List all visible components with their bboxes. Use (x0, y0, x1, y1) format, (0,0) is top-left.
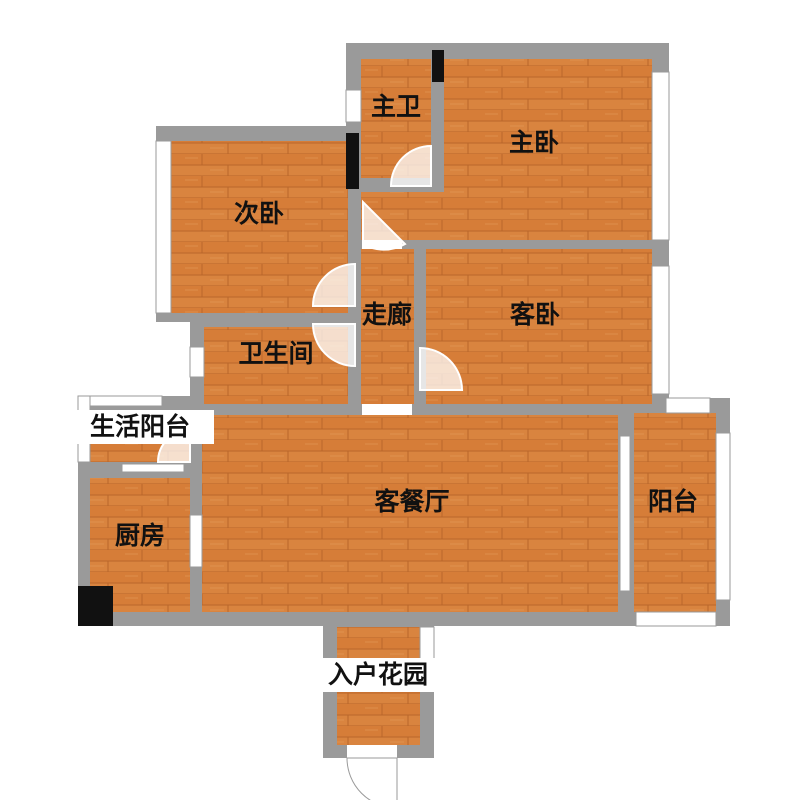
opening-entry-garden (347, 745, 397, 758)
floor-guest-bedroom (426, 249, 652, 404)
window-utility-top (89, 395, 163, 407)
window-living-balcony (619, 435, 631, 592)
label-kitchen: 厨房 (115, 521, 165, 550)
room-labels: 主卫 主卧 次卧 走廊 客卧 卫生间 生活阳台 客餐厅 阳台 厨房 入户花园 (66, 92, 698, 692)
label-bg-entry-garden (304, 658, 452, 692)
label-entry-garden: 入户花园 (328, 660, 428, 689)
door-swings (156, 144, 464, 463)
window-master-bedroom (651, 71, 670, 241)
label-master-bath: 主卫 (371, 92, 421, 121)
label-guest-bedroom: 客卧 (510, 300, 560, 329)
label-second-bedroom: 次卧 (234, 199, 284, 228)
pillar-master-top (432, 50, 444, 82)
label-utility-balcony: 生活阳台 (90, 412, 190, 441)
floor-balcony (634, 413, 716, 612)
label-living-dining: 客餐厅 (374, 487, 449, 516)
floor-living-dining (202, 415, 618, 612)
pillar-second-bedroom (346, 133, 359, 189)
window-guest-bedroom (651, 265, 670, 395)
door-guest-bedroom (419, 346, 464, 391)
window-master-bath (345, 89, 362, 123)
door-second-bedroom (311, 262, 356, 307)
floor-corridor (361, 249, 414, 404)
window-bathroom (189, 346, 205, 378)
windows (77, 71, 731, 690)
pillars (78, 50, 444, 626)
door-entry (346, 757, 398, 800)
label-corridor: 走廊 (362, 300, 412, 329)
window-second-bedroom (155, 140, 172, 314)
floor-master-hall (361, 192, 652, 240)
door-bathroom (311, 323, 356, 368)
pillar-kitchen (78, 586, 113, 626)
window-kitchen-inner (121, 463, 185, 473)
label-balcony: 阳台 (648, 487, 698, 516)
window-balcony-right (715, 432, 731, 601)
label-master-bedroom: 主卧 (509, 128, 559, 157)
window-balcony-bottom (635, 611, 717, 627)
window-balcony-top (665, 397, 711, 414)
window-kitchen-side (189, 514, 203, 568)
door-master-bath (389, 144, 432, 187)
wall-bath-bedroom (431, 59, 444, 192)
door-master-hall (362, 199, 407, 251)
label-bathroom: 卫生间 (238, 339, 313, 368)
opening-corridor-living (362, 404, 412, 415)
label-bg-utility-balcony (66, 410, 214, 444)
